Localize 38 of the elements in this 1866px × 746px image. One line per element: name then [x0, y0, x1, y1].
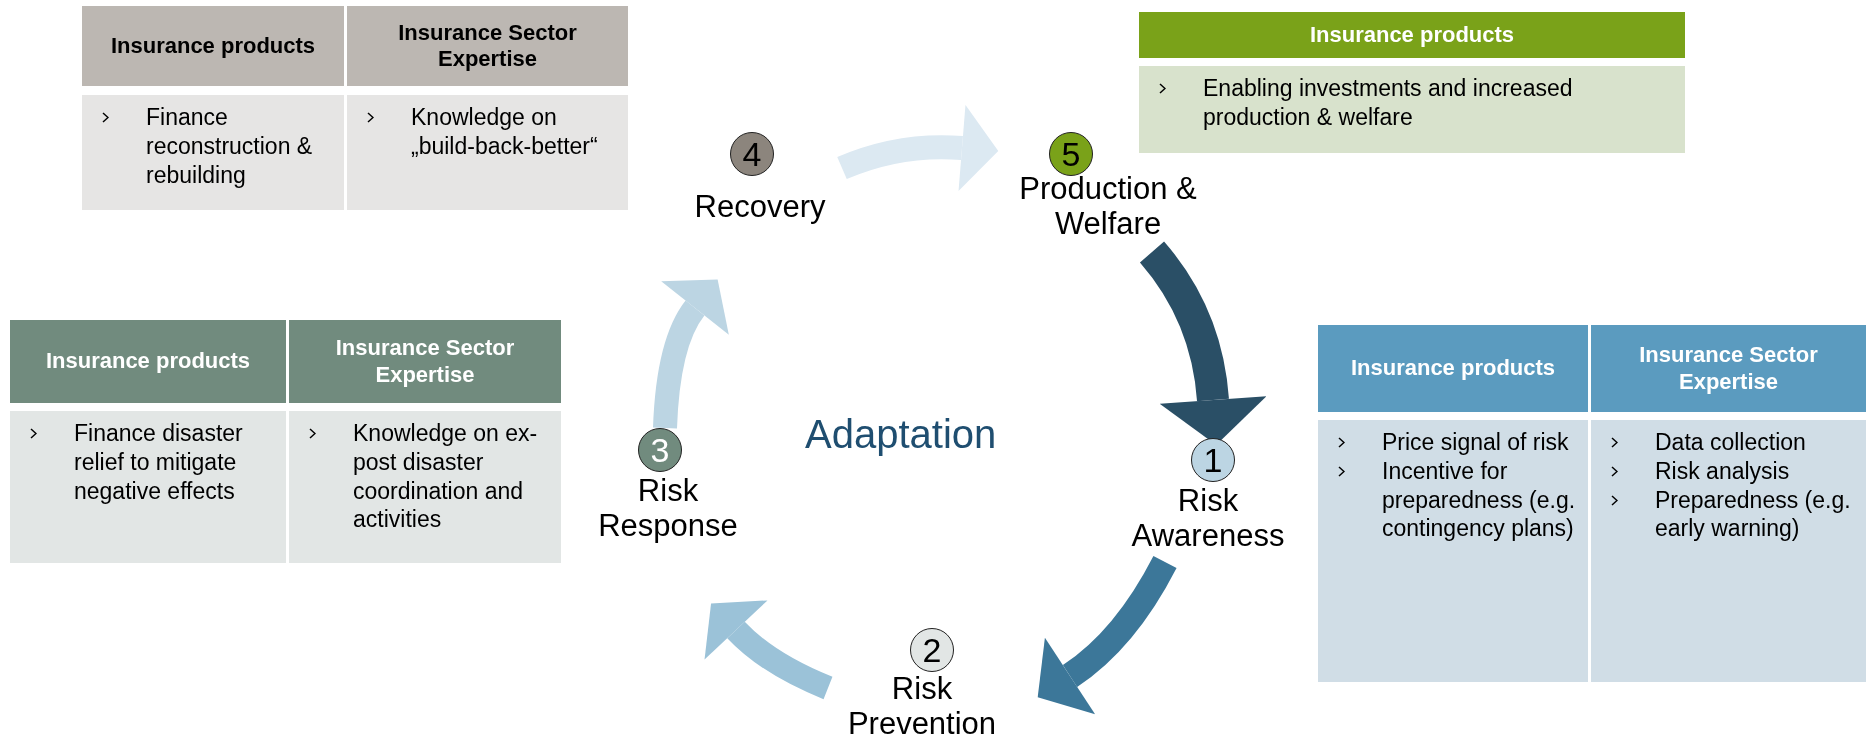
bullet-text: Risk analysis [1655, 457, 1790, 484]
column-header: Insurance Sector Expertise [347, 6, 628, 86]
stage-label: Risk Response [597, 474, 739, 544]
column-header: Insurance Sector Expertise [289, 320, 561, 403]
table-cell-background [82, 95, 344, 210]
table-cell-background [10, 411, 286, 563]
bullet-text: Price signal of risk [1382, 429, 1569, 455]
table-cell-background [1318, 420, 1588, 682]
curved-arrow [653, 278, 731, 429]
step-number-badge: 3 [638, 428, 682, 472]
bullet-text: Enabling investments and increased production & welfare [1203, 75, 1573, 130]
bullet-text: Incentive for preparedness (e.g. contingency plans) [1382, 457, 1576, 542]
bullet-text: Finance disaster relief to mitigate negative effects [74, 420, 243, 504]
bullet-text: Knowledge on ex-post disaster coordination and activities [353, 420, 538, 533]
column-header: Insurance products [82, 6, 344, 86]
step-number-badge: 1 [1191, 438, 1235, 482]
table-cell-background [289, 411, 561, 563]
stage-label: Recovery [693, 190, 827, 225]
column-header: Insurance products [1139, 12, 1685, 58]
column-header: Insurance Sector Expertise [1591, 325, 1866, 412]
bullet-text: Finance reconstruction & rebuilding [146, 104, 313, 188]
curved-arrow [837, 104, 999, 192]
table-cell-background [1139, 66, 1685, 153]
curved-arrow [705, 599, 833, 700]
table-cell-background [1591, 420, 1866, 682]
curved-arrow [1038, 555, 1177, 714]
step-number-badge: 4 [730, 132, 774, 176]
stage-label: Risk Awareness [1130, 484, 1286, 554]
cycle-title: Adaptation [805, 412, 997, 457]
column-header: Insurance products [1318, 325, 1588, 412]
bullet-text: Preparedness (e.g. early warning) [1655, 486, 1851, 542]
table-cell-background [347, 95, 628, 210]
step-number-badge: 5 [1049, 132, 1093, 176]
bullet-text: Data collection [1655, 429, 1806, 455]
bullet-text: Knowledge on „build-back-better“ [411, 104, 598, 159]
stage-label: Risk Prevention [846, 672, 998, 742]
step-number-badge: 2 [910, 628, 954, 672]
column-header: Insurance products [10, 320, 286, 403]
